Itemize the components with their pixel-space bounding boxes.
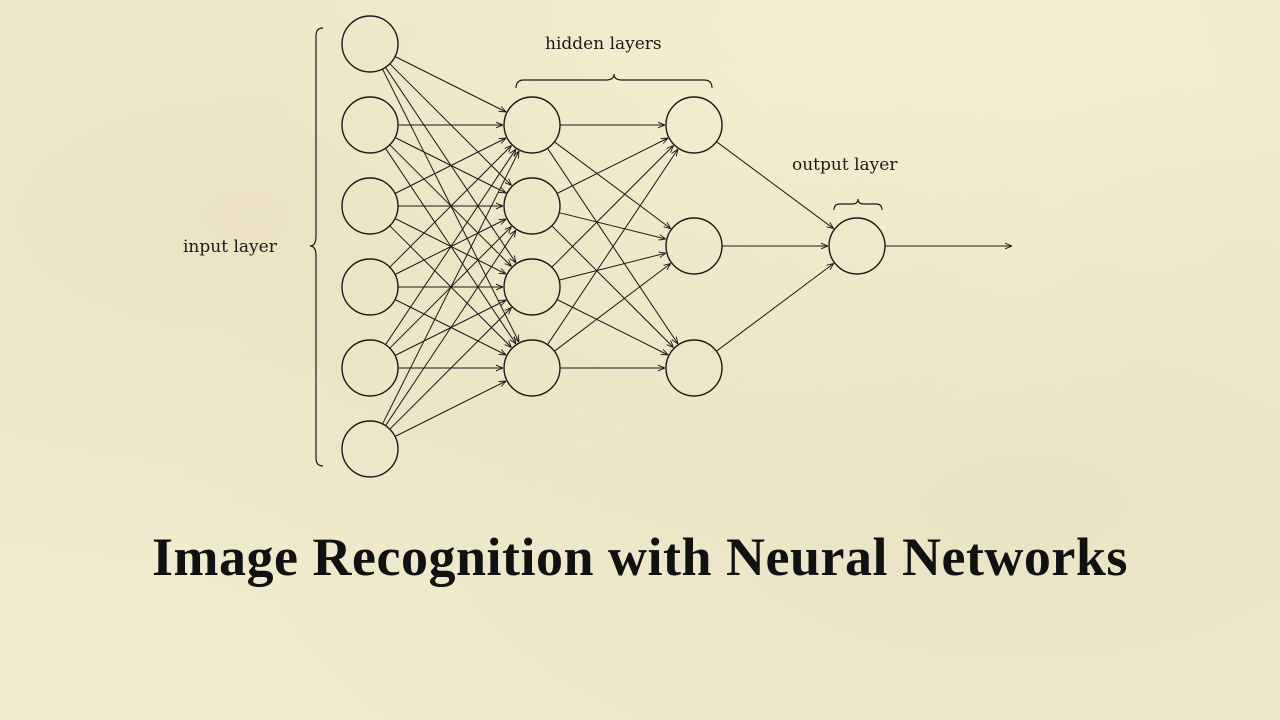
connection-hidden-1-3-to-hidden-2-3 xyxy=(556,299,668,356)
connection-input-6-to-hidden-1-3 xyxy=(389,308,512,430)
hidden-layers-brace xyxy=(515,73,713,89)
connection-hidden-2-3-to-output-1 xyxy=(716,263,833,352)
connection-input-4-to-hidden-1-1 xyxy=(389,146,512,268)
connection-input-5-to-hidden-1-1 xyxy=(385,149,516,345)
hidden-2-neuron-3 xyxy=(665,339,723,397)
connection-hidden-1-2-to-hidden-2-3 xyxy=(551,225,674,348)
layer-labels: input layer hidden layers output layer xyxy=(183,34,898,257)
hidden-1-neuron-4 xyxy=(503,339,561,397)
connection-hidden-1-2-to-hidden-2-1 xyxy=(556,138,668,194)
output-layer-brace xyxy=(833,198,883,211)
hidden-layers-label: hidden layers xyxy=(545,34,662,54)
connection-input-6-to-hidden-1-2 xyxy=(385,230,516,426)
connection-hidden-1-3-to-hidden-2-2 xyxy=(558,253,666,281)
connection-input-6-to-hidden-1-4 xyxy=(394,381,506,437)
input-neuron-5 xyxy=(341,339,399,397)
input-layer-label: input layer xyxy=(183,237,278,257)
connections xyxy=(382,56,1012,437)
connection-hidden-1-1-to-hidden-2-2 xyxy=(554,141,670,229)
connection-hidden-2-1-to-output-1 xyxy=(716,141,834,229)
slide-title: Image Recognition with Neural Networks xyxy=(152,527,1128,587)
neurons xyxy=(341,15,886,478)
input-layer-brace xyxy=(309,27,324,467)
connection-hidden-1-4-to-hidden-2-1 xyxy=(547,149,678,345)
connection-input-3-to-hidden-1-1 xyxy=(394,138,506,194)
input-neuron-3 xyxy=(341,177,399,235)
input-neuron-1 xyxy=(341,15,399,73)
connection-input-1-to-hidden-1-1 xyxy=(394,56,506,113)
connection-input-6-to-hidden-1-1 xyxy=(382,151,520,425)
output-layer-label: output layer xyxy=(792,155,898,175)
layer-braces xyxy=(309,27,883,467)
hidden-2-neuron-1 xyxy=(665,96,723,154)
input-neuron-2 xyxy=(341,96,399,154)
input-neuron-4 xyxy=(341,258,399,316)
hidden-1-neuron-3 xyxy=(503,258,561,316)
hidden-2-neuron-2 xyxy=(665,217,723,275)
hidden-1-neuron-2 xyxy=(503,177,561,235)
connection-hidden-1-4-to-hidden-2-2 xyxy=(554,263,670,352)
connection-hidden-1-2-to-hidden-2-2 xyxy=(559,212,666,239)
input-neuron-6 xyxy=(341,420,399,478)
connection-hidden-1-3-to-hidden-2-1 xyxy=(551,146,674,268)
output-neuron-1 xyxy=(828,217,886,275)
hidden-1-neuron-1 xyxy=(503,96,561,154)
